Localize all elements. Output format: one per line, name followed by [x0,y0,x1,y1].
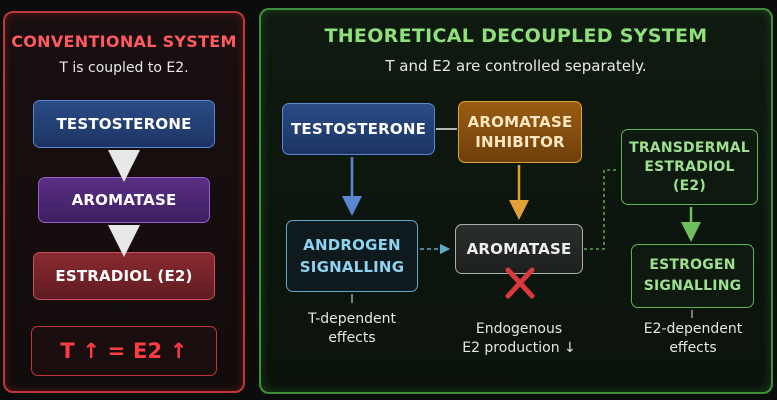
transdermal-label-2: ESTRADIOL [644,158,735,175]
transdermal-estradiol-box: TRANSDERMAL ESTRADIOL (E2) [621,129,758,205]
decoupled-system-subtitle: T and E2 are controlled separately. [385,57,647,75]
right-dashed-aromatase-to-transdermal [584,169,619,250]
t-dependent-line-1: T-dependent [307,311,397,327]
aromatase-inhibitor-label-2: INHIBITOR [475,133,565,151]
endogenous-e2-note: Endogenous E2 production ↓ [438,320,600,358]
transdermal-label-3: (E2) [673,177,706,194]
left-aromatase-box: AROMATASE [38,177,210,223]
transdermal-label-1: TRANSDERMAL [629,139,750,156]
left-equation-label: T ↑ = E2 ↑ [60,339,188,363]
left-estradiol-label: ESTRADIOL (E2) [55,267,193,285]
e2-dependent-line-2: effects [669,340,717,356]
endogenous-line-2: E2 production ↓ [462,340,576,356]
left-testosterone-box: TESTOSTERONE [33,100,215,148]
e2-dependent-line-1: E2-dependent [643,321,743,337]
right-testosterone-label: TESTOSTERONE [290,120,427,138]
estrogen-signalling-box: ESTROGEN SIGNALLING [631,244,754,308]
androgen-label-2: SIGNALLING [299,258,405,276]
androgen-label-1: ANDROGEN [303,236,401,254]
e2-dependent-effects-note: E2-dependent effects [630,320,756,358]
androgen-signalling-box: ANDROGEN SIGNALLING [286,220,418,292]
left-equation-box: T ↑ = E2 ↑ [31,326,217,376]
left-testosterone-label: TESTOSTERONE [56,115,192,133]
conventional-system-title: CONVENTIONAL SYSTEM [11,32,237,51]
aromatase-inhibitor-label-1: AROMATASE [467,113,573,131]
endogenous-line-1: Endogenous [475,321,563,337]
blocked-x-icon [505,267,535,299]
t-dependent-effects-note: T-dependent effects [292,310,412,348]
right-testosterone-box: TESTOSTERONE [282,103,435,155]
conventional-system-subtitle: T is coupled to E2. [59,60,189,76]
right-aromatase-box: AROMATASE [455,224,583,274]
estrogen-label-1: ESTROGEN [649,257,736,273]
left-aromatase-label: AROMATASE [71,191,177,209]
t-dependent-line-2: effects [328,330,376,346]
estrogen-label-2: SIGNALLING [643,278,742,294]
decoupled-system-title: THEORETICAL DECOUPLED SYSTEM [324,25,708,47]
aromatase-inhibitor-box: AROMATASE INHIBITOR [458,101,582,163]
right-aromatase-label: AROMATASE [466,240,572,258]
